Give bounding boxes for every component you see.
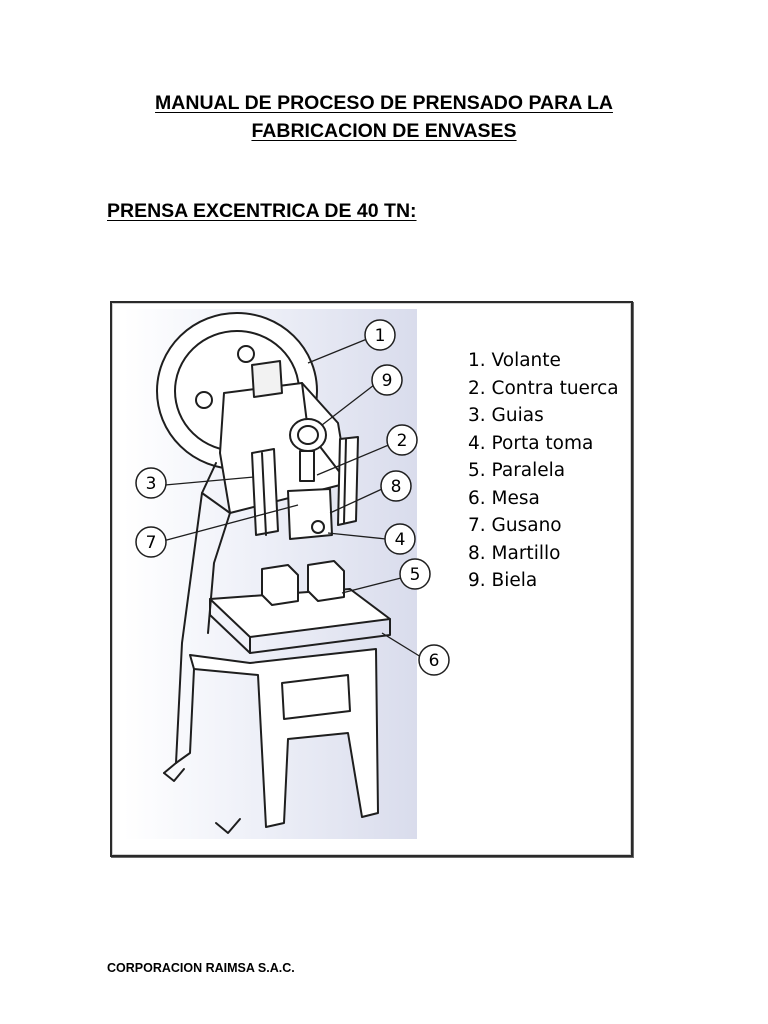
legend-item-mesa: 6. Mesa bbox=[468, 487, 540, 509]
callouts: 1 2 3 4 5 6 7 8 9 bbox=[135, 319, 450, 676]
title-line-1: MANUAL DE PROCESO DE PRENSADO PARA LA bbox=[155, 92, 613, 114]
callout-2-label: 2 bbox=[397, 431, 408, 451]
callout-6-label: 6 bbox=[429, 651, 440, 671]
callout-9-label: 9 bbox=[382, 371, 393, 391]
legend-item-porta-toma: 4. Porta toma bbox=[468, 432, 594, 454]
callout-7-circle bbox=[135, 526, 167, 558]
callout-3-label: 3 bbox=[146, 474, 157, 494]
callout-5-label: 5 bbox=[410, 565, 421, 585]
callout-8-label: 8 bbox=[391, 477, 402, 497]
legend-item-paralela: 5. Paralela bbox=[468, 460, 566, 481]
parts-legend: 1. Volante 2. Contra tuerca 3. Guias 4. … bbox=[468, 347, 619, 595]
company-footer: CORPORACION RAIMSA S.A.C. bbox=[107, 961, 295, 975]
section-heading: PRENSA EXCENTRICA DE 40 TN: bbox=[107, 200, 417, 222]
legend-item-guias: 3. Guias bbox=[468, 405, 544, 426]
document-title: MANUAL DE PROCESO DE PRENSADO PARA LA FA… bbox=[0, 89, 768, 145]
legend-item-contra-tuerca: 2. Contra tuerca bbox=[468, 377, 619, 399]
press-machine bbox=[156, 312, 391, 834]
legend-item-martillo: 8. Martillo bbox=[468, 542, 561, 564]
legend-item-gusano: 7. Gusano bbox=[468, 515, 562, 536]
callout-6-circle bbox=[418, 644, 450, 676]
callout-4-circle bbox=[384, 523, 416, 555]
callout-3-circle bbox=[135, 467, 167, 499]
press-figure: 1 2 3 4 5 6 7 8 9 bbox=[110, 301, 633, 857]
callout-7-label: 7 bbox=[146, 533, 157, 553]
legend-item-biela: 9. Biela bbox=[468, 570, 538, 591]
callout-5-circle bbox=[399, 558, 431, 590]
title-line-2: FABRICACION DE ENVASES bbox=[251, 120, 517, 142]
legend-item-volante: 1. Volante bbox=[468, 350, 561, 371]
callout-8-circle bbox=[380, 470, 412, 502]
leader-lines bbox=[162, 338, 422, 658]
callout-2-circle bbox=[386, 424, 418, 456]
callout-4-label: 4 bbox=[395, 530, 406, 550]
press-drawing: 1 2 3 4 5 6 7 8 9 bbox=[124, 309, 450, 839]
callout-9-circle bbox=[371, 364, 403, 396]
callout-1-circle bbox=[364, 319, 396, 351]
callout-1-label: 1 bbox=[375, 326, 386, 346]
